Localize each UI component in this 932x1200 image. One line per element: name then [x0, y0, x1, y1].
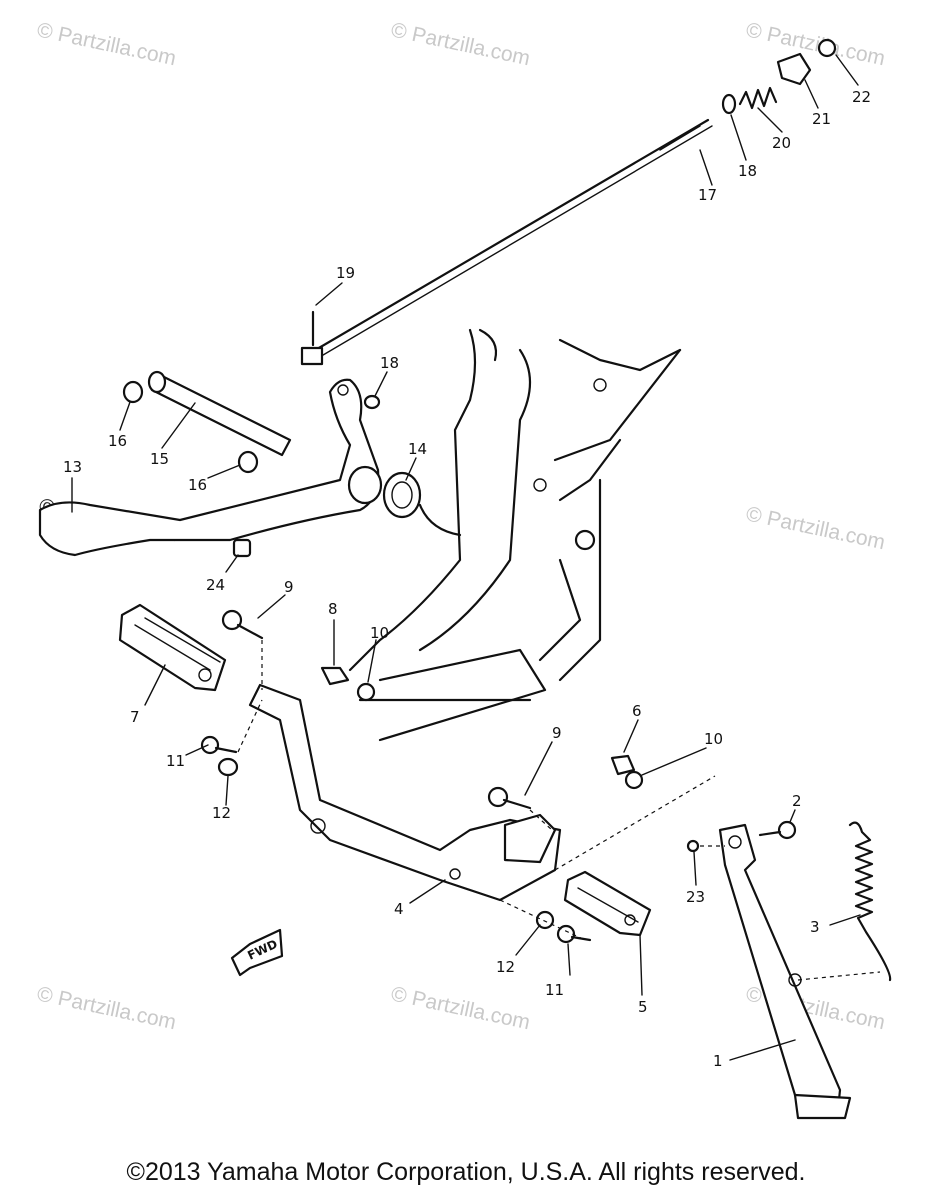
frame [348, 328, 682, 742]
rod-end-parts [721, 38, 837, 115]
callout-labels: 1 2 3 4 5 6 7 8 9 9 10 10 11 11 12 12 13… [63, 88, 871, 1070]
fwd-arrow: FWD [230, 928, 284, 977]
callout-14: 14 [408, 440, 427, 458]
callout-6: 6 [632, 702, 642, 720]
callout-17: 17 [698, 186, 717, 204]
stand-spring [848, 821, 892, 982]
callout-8: 8 [328, 600, 338, 618]
watermark: © Partzilla.com [389, 982, 532, 1034]
footrest-bracket [248, 683, 562, 902]
bolt-11-left [200, 735, 238, 755]
brake-pedal [38, 378, 383, 557]
callout-4: 4 [394, 900, 404, 918]
callout-9-lower: 9 [552, 724, 562, 742]
callout-22: 22 [852, 88, 871, 106]
stand-bolt [686, 820, 797, 853]
pin-8 [320, 666, 350, 686]
collar [232, 538, 252, 558]
callout-9-upper: 9 [284, 578, 294, 596]
brake-rod [300, 118, 713, 366]
callout-23: 23 [686, 888, 705, 906]
bolt-11-right [556, 924, 592, 944]
washer [363, 394, 381, 410]
callout-16-right: 16 [188, 476, 207, 494]
watermark: © Partzilla.com [35, 982, 178, 1034]
watermark: © Partzilla.com [389, 18, 532, 70]
callout-21: 21 [812, 110, 831, 128]
washer-12-left [217, 757, 239, 777]
watermark: © Partzilla.com [35, 18, 178, 70]
return-spring [382, 471, 462, 537]
callout-11-left: 11 [166, 752, 185, 770]
washer-12-right [535, 910, 555, 930]
nut-10-lower [624, 770, 644, 790]
leader-lines [71, 54, 861, 1061]
callout-10-upper: 10 [370, 624, 389, 642]
callout-18-upper: 18 [738, 162, 757, 180]
callout-13: 13 [63, 458, 82, 476]
callout-11-right: 11 [545, 981, 564, 999]
pivot-shaft [147, 370, 292, 457]
callout-12-left: 12 [212, 804, 231, 822]
nut-10-upper [356, 682, 376, 702]
callout-1: 1 [713, 1052, 723, 1070]
callout-10-lower: 10 [704, 730, 723, 748]
copyright-notice: ©2013 Yamaha Motor Corporation, U.S.A. A… [126, 1158, 806, 1186]
callout-3: 3 [810, 918, 820, 936]
callout-24: 24 [206, 576, 225, 594]
pin-6 [610, 754, 636, 776]
right-footrest [563, 870, 652, 937]
left-footrest [118, 603, 227, 692]
callout-15: 15 [150, 450, 169, 468]
fasteners [200, 609, 644, 944]
watermark: © Partzilla.com [744, 18, 887, 70]
callout-2: 2 [792, 792, 802, 810]
callout-7: 7 [130, 708, 140, 726]
bolt-9-lower [487, 786, 532, 810]
callout-12-right: 12 [496, 958, 515, 976]
callout-20: 20 [772, 134, 791, 152]
watermark: © Partzilla.com [744, 502, 887, 554]
callout-19: 19 [336, 264, 355, 282]
washers [122, 380, 259, 474]
callout-16-left: 16 [108, 432, 127, 450]
side-stand [718, 823, 852, 1120]
alignment-lines [237, 640, 881, 981]
callout-5: 5 [638, 998, 648, 1016]
bolt-9-upper [221, 609, 264, 640]
callout-18-lower: 18 [380, 354, 399, 372]
